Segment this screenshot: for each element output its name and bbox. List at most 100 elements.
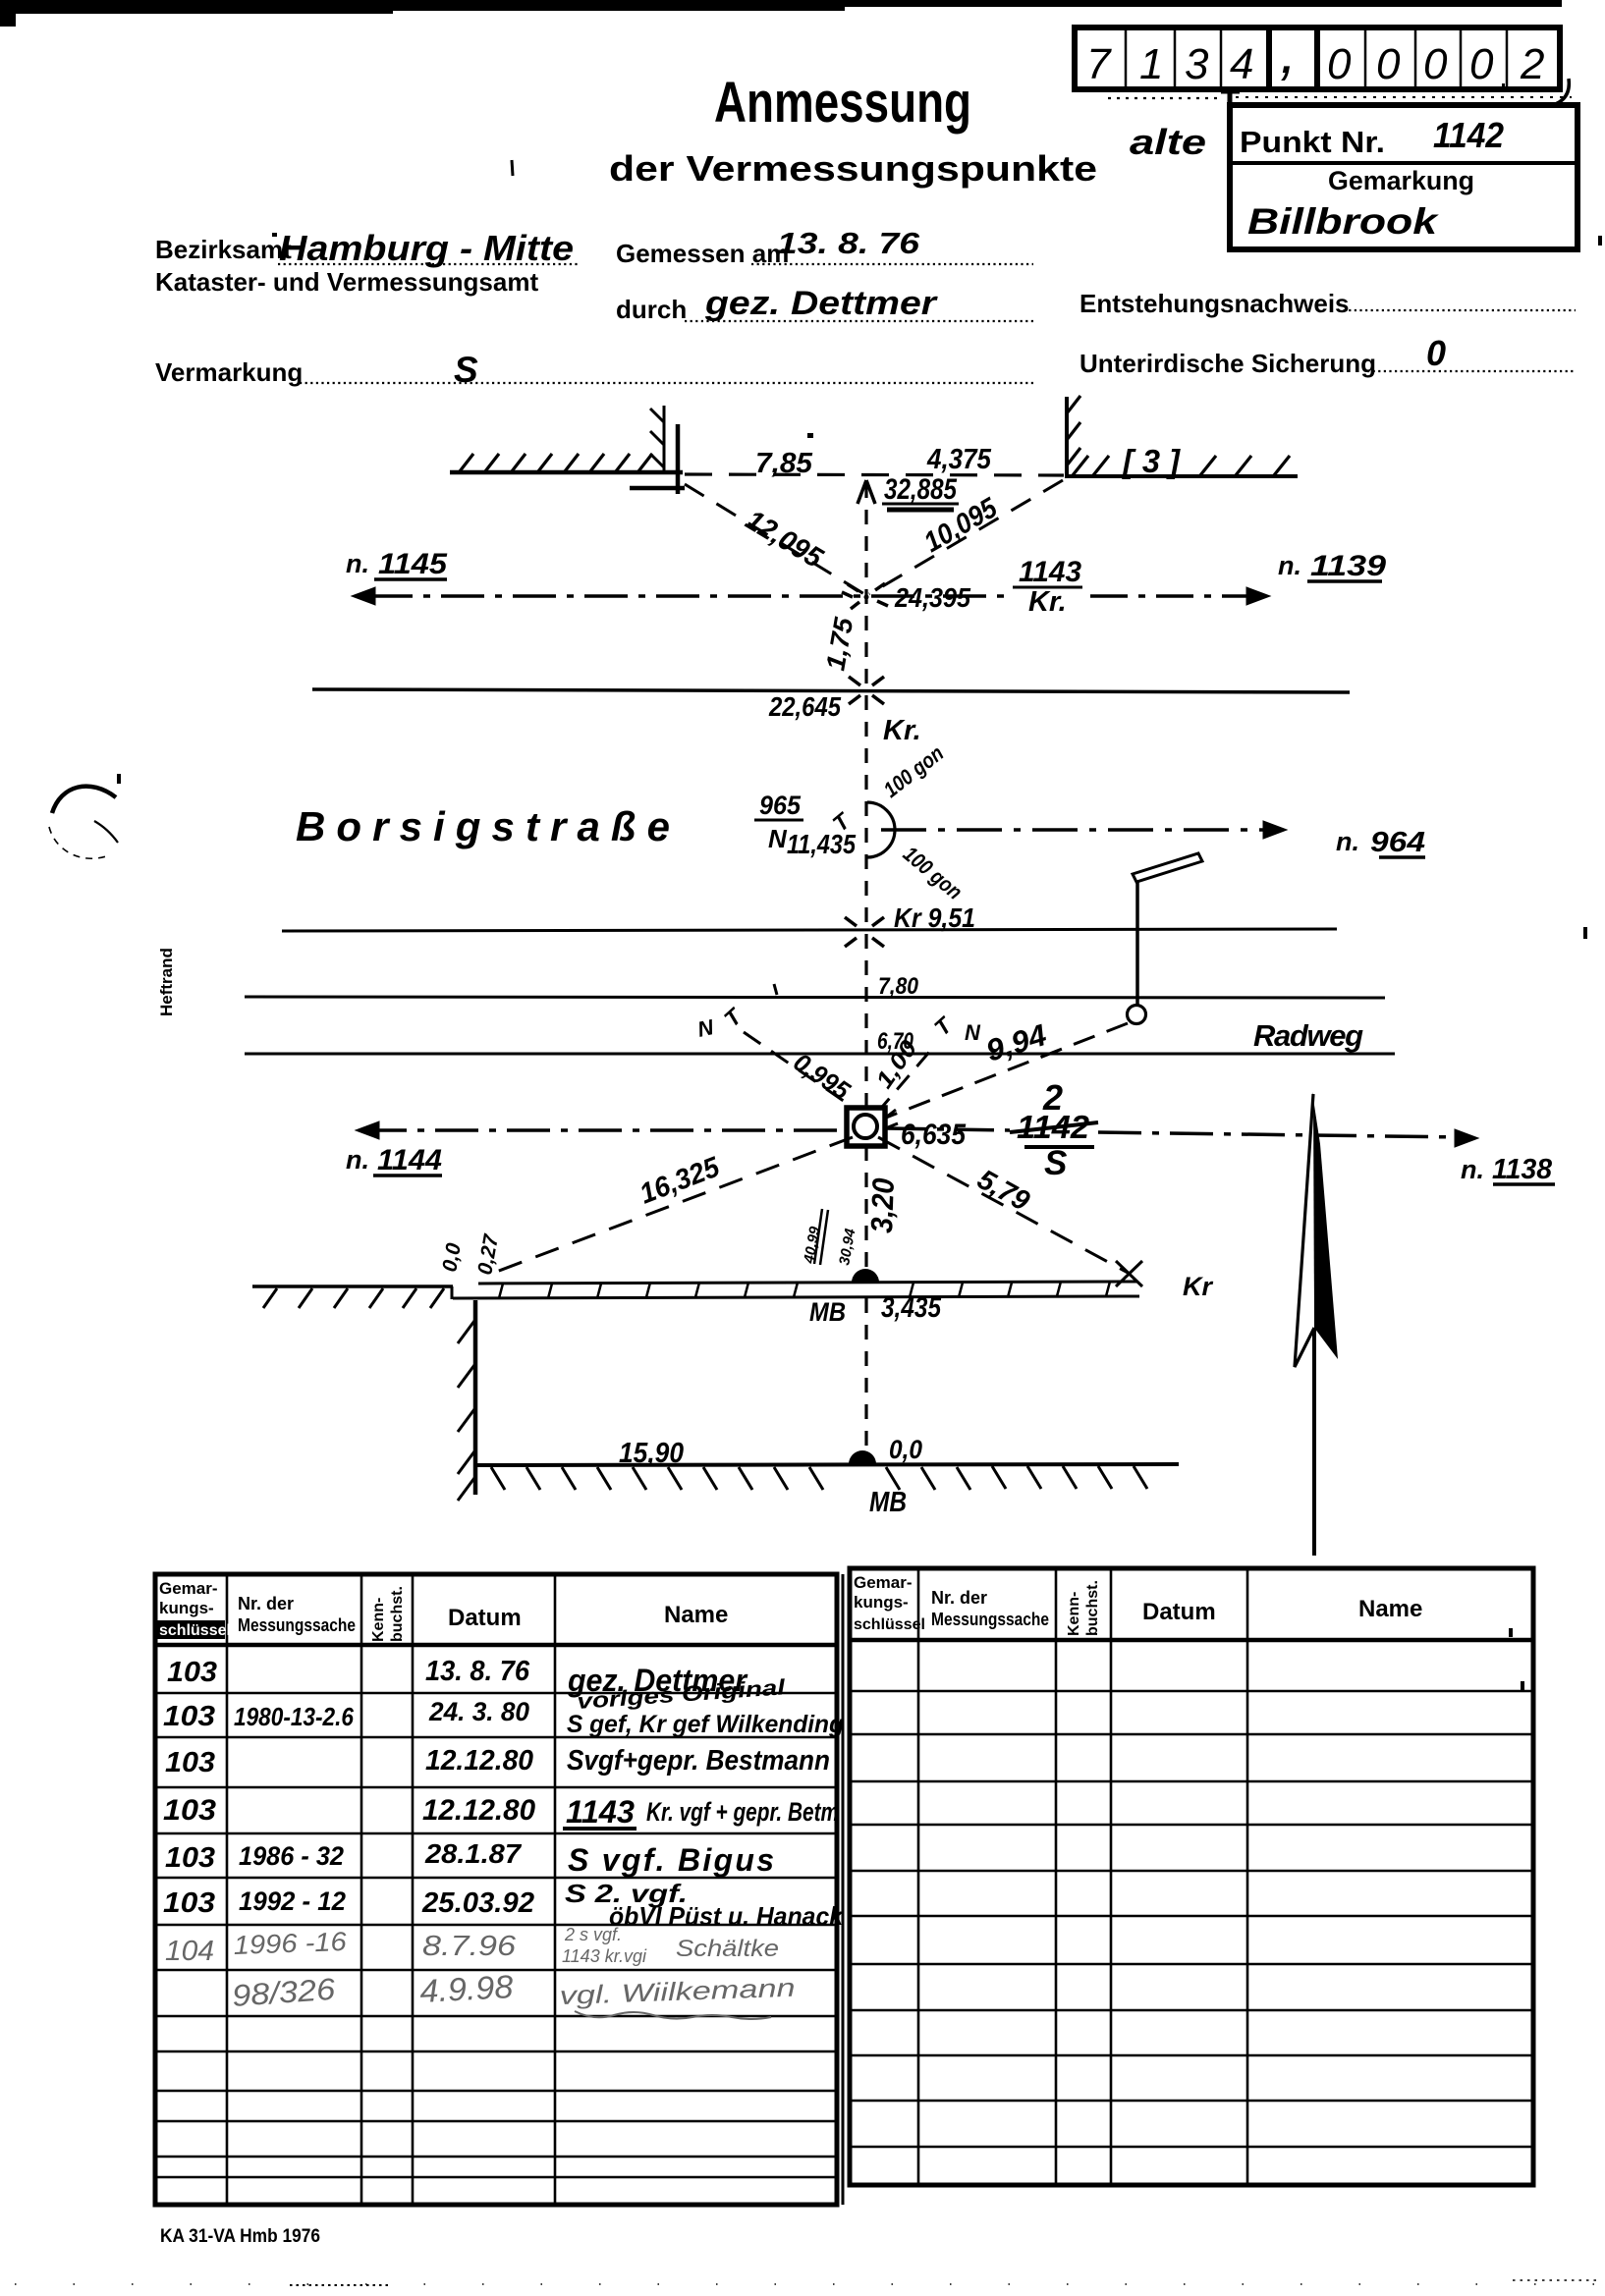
svg-text:gez. Dettmer: gez. Dettmer (704, 285, 938, 322)
svg-text:2: 2 (1520, 40, 1544, 88)
svg-text:Kataster- und Vermessungsamt: Kataster- und Vermessungsamt (155, 267, 538, 297)
svg-text:n.: n. (1336, 827, 1359, 856)
svg-text:n.: n. (1278, 551, 1301, 580)
svg-text:S gef, Kr gef Wilkending: S gef, Kr gef Wilkending (567, 1711, 844, 1738)
svg-text:[ 3 ]: [ 3 ] (1122, 443, 1181, 479)
svg-text:alte: alte (1130, 122, 1206, 162)
svg-text:Vermarkung: Vermarkung (155, 357, 303, 387)
svg-text:Messungssache: Messungssache (238, 1615, 356, 1635)
svg-text:Heftrand: Heftrand (157, 948, 176, 1016)
svg-text:MB: MB (809, 1297, 846, 1327)
svg-text:30,94: 30,94 (836, 1227, 858, 1267)
svg-text:S: S (454, 350, 478, 390)
svg-text:Kenn-: Kenn- (1066, 1592, 1082, 1636)
svg-text:103: 103 (163, 1794, 216, 1827)
svg-text:0: 0 (1469, 40, 1494, 88)
svg-text:1144: 1144 (377, 1144, 442, 1176)
svg-text:der Vermessungspunkte: der Vermessungspunkte (609, 148, 1097, 189)
svg-text:103: 103 (165, 1842, 215, 1874)
svg-text:2: 2 (1042, 1077, 1063, 1118)
svg-text:N: N (695, 1014, 717, 1042)
svg-text:28.1.87: 28.1.87 (424, 1838, 523, 1869)
svg-text:13. 8. 76: 13. 8. 76 (777, 226, 920, 260)
svg-text:1: 1 (1139, 40, 1163, 88)
svg-text:buchst.: buchst. (389, 1586, 406, 1642)
svg-text:1138: 1138 (1492, 1154, 1553, 1185)
svg-text:7: 7 (1086, 40, 1112, 88)
svg-text:schlüssel: schlüssel (854, 1616, 925, 1633)
svg-text:Kr: Kr (1183, 1272, 1213, 1301)
svg-text:Messungssache: Messungssache (931, 1610, 1049, 1629)
svg-text:1142: 1142 (1433, 115, 1504, 155)
svg-text:0: 0 (1327, 40, 1352, 88)
svg-text:40,99: 40,99 (801, 1225, 824, 1266)
svg-text:,: , (1280, 19, 1297, 86)
svg-text:3,435: 3,435 (881, 1292, 942, 1324)
svg-text:N: N (768, 824, 788, 853)
svg-text:1992 - 12: 1992 - 12 (239, 1886, 346, 1916)
svg-text:Name: Name (664, 1602, 728, 1628)
svg-text:Radweg: Radweg (1253, 1018, 1363, 1053)
svg-text:schlüssel: schlüssel (159, 1622, 231, 1639)
svg-text:15,90: 15,90 (619, 1438, 684, 1469)
svg-text:4.9.98: 4.9.98 (418, 1968, 514, 2009)
svg-text:S: S (1044, 1144, 1067, 1182)
svg-text:12.12.80: 12.12.80 (425, 1745, 533, 1777)
svg-text:Datum: Datum (448, 1605, 522, 1631)
svg-text:Punkt Nr.: Punkt Nr. (1240, 125, 1385, 159)
svg-text:7,85: 7,85 (755, 448, 813, 479)
svg-text:965: 965 (759, 791, 802, 820)
svg-text:Unterirdische Sicherung: Unterirdische Sicherung (1079, 349, 1376, 378)
svg-text:Bezirksamt: Bezirksamt (155, 235, 292, 264)
svg-text:N: N (965, 1020, 981, 1045)
svg-text:Svgf+gepr. Bestmann: Svgf+gepr. Bestmann (567, 1745, 830, 1777)
svg-text:n.: n. (346, 1145, 369, 1175)
svg-text:S vgf. Bigus: S vgf. Bigus (568, 1842, 774, 1878)
svg-text:1143 kr.vgi: 1143 kr.vgi (562, 1946, 647, 1966)
svg-text:103: 103 (163, 1887, 215, 1919)
svg-text:3,20: 3,20 (864, 1177, 901, 1233)
svg-text:Kr 9,51: Kr 9,51 (894, 902, 975, 933)
svg-text:1143: 1143 (1019, 556, 1081, 588)
svg-text:3: 3 (1185, 40, 1209, 88)
svg-text:buchst.: buchst. (1084, 1580, 1101, 1636)
svg-text:Kr.: Kr. (883, 715, 921, 746)
svg-text:4: 4 (1230, 40, 1253, 88)
svg-text:Gemar-: Gemar- (159, 1579, 218, 1598)
svg-text:n.: n. (346, 549, 369, 578)
svg-text:Kr. vgf + gepr. Betm: Kr. vgf + gepr. Betm (646, 1797, 839, 1827)
svg-text:kungs-: kungs- (159, 1599, 214, 1617)
svg-text:103: 103 (163, 1701, 215, 1732)
svg-text:6,635: 6,635 (901, 1119, 967, 1151)
svg-text:13. 8. 76: 13. 8. 76 (425, 1656, 530, 1687)
svg-text:25.03.92: 25.03.92 (421, 1887, 534, 1919)
svg-text:8.7.96: 8.7.96 (422, 1931, 517, 1962)
svg-text:Kr.: Kr. (1028, 586, 1067, 618)
svg-text:6,70: 6,70 (877, 1028, 914, 1055)
svg-text:Entstehungsnachweis: Entstehungsnachweis (1079, 289, 1350, 318)
svg-text:103: 103 (167, 1657, 217, 1688)
svg-text:98/326: 98/326 (231, 1972, 337, 2013)
svg-text:1145: 1145 (378, 548, 448, 580)
svg-text:n.: n. (1461, 1155, 1484, 1184)
svg-text:Kenn-: Kenn- (370, 1598, 387, 1642)
svg-text:0,0: 0,0 (889, 1435, 922, 1464)
svg-text:0: 0 (1423, 40, 1448, 88)
svg-text:Billbrook: Billbrook (1247, 201, 1440, 242)
svg-text:7,80: 7,80 (878, 973, 919, 1000)
svg-text:1986 - 32: 1986 - 32 (239, 1841, 344, 1871)
svg-text:11,435: 11,435 (787, 829, 856, 859)
svg-text:kungs-: kungs- (854, 1593, 909, 1612)
svg-text:S 2. vgf.: S 2. vgf. (565, 1879, 688, 1908)
svg-text:Gemessen am: Gemessen am (616, 239, 789, 268)
svg-text:24,395: 24,395 (894, 582, 970, 613)
svg-text:MB: MB (869, 1487, 907, 1518)
svg-text:1139: 1139 (1310, 550, 1386, 582)
svg-text:Name: Name (1358, 1596, 1422, 1622)
svg-text:22,645: 22,645 (768, 691, 841, 722)
svg-text:1143: 1143 (566, 1794, 635, 1830)
svg-text:Nr. der: Nr. der (238, 1594, 294, 1613)
svg-text:104: 104 (165, 1936, 214, 1967)
svg-text:32,885: 32,885 (884, 473, 958, 506)
svg-text:12.12.80: 12.12.80 (422, 1794, 535, 1827)
